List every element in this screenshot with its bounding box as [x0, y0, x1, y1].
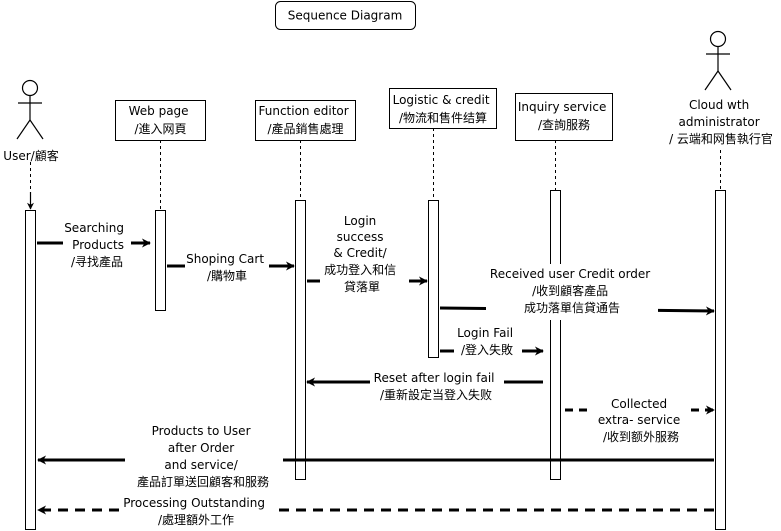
participant-logistic-label: Logistic & credit /物流和售件结算 — [393, 93, 494, 125]
participant-logistic: Logistic & credit /物流和售件结算 — [389, 88, 497, 129]
participant-user-label: User/顧客 — [3, 148, 58, 163]
message-shopping-cart-line: /購物車 — [207, 269, 247, 283]
message-login-success-label: Login success & Credit/ 成功登入和信 貸落單 — [324, 214, 400, 294]
activation-user — [25, 210, 36, 530]
participant-cloud-line: / 云端和网售執行官 — [669, 131, 773, 146]
activation-bars — [25, 190, 726, 530]
message-login-fail-line: /登入失敗 — [461, 342, 513, 357]
activation-cloud — [715, 190, 726, 530]
diagram-title-text: Sequence Diagram — [288, 9, 403, 23]
participant-webpage: Web page /進入网頁 — [115, 100, 206, 141]
message-searching-line: Products — [72, 238, 124, 252]
message-products-to-user-line: after Order — [168, 441, 234, 455]
message-products-to-user-line: Products to User — [152, 424, 251, 438]
message-login-success-line: 貸落單 — [344, 279, 380, 294]
participant-webpage-line: /進入网頁 — [134, 122, 186, 136]
message-login-fail-label: Login Fail /登入失敗 — [457, 326, 517, 357]
message-received-order-line: Received user Credit order — [490, 267, 650, 281]
message-processing-line: Processing Outstanding — [123, 496, 265, 510]
message-searching-line: /寻找產品 — [71, 254, 123, 269]
message-reset-label: Reset after login fail /重新設定当登入失败 — [374, 371, 499, 402]
message-received-order-line: /收到顧客產品 — [532, 283, 608, 298]
participant-logistic-line: /物流和售件结算 — [399, 110, 487, 125]
message-collected-line: /收到额外服務 — [603, 430, 679, 444]
message-searching-line: Searching — [64, 221, 124, 235]
participant-function-editor-line: /產品銷售處理 — [267, 121, 343, 136]
participant-inquiry: Inquiry service /查詢服務 — [515, 93, 613, 141]
message-shopping-cart-line: Shoping Cart — [186, 252, 264, 266]
participant-function-editor-label: Function editor /產品銷售處理 — [259, 104, 353, 136]
participant-inquiry-line: /查詢服務 — [538, 117, 590, 132]
participant-cloud-line: administrator — [679, 115, 760, 129]
message-login-fail-line: Login Fail — [457, 326, 513, 340]
activation-logistic — [428, 200, 439, 358]
message-login-success-line: & Credit/ — [333, 246, 387, 260]
cloud-admin-actor-icon — [704, 30, 732, 91]
message-collected-line: Collected — [611, 397, 667, 411]
participant-webpage-label: Web page /進入网頁 — [129, 104, 193, 136]
activation-inquiry — [550, 190, 561, 480]
message-products-to-user-line: and service/ — [164, 458, 238, 472]
user-actor-icon — [16, 79, 44, 140]
message-processing-line: /處理額外工作 — [158, 513, 234, 527]
participant-cloud-line: Cloud wth — [689, 98, 749, 112]
participant-inquiry-line: Inquiry service — [518, 100, 607, 114]
message-reset-line: Reset after login fail — [374, 371, 495, 385]
message-collected-label: Collected extra- service /收到额外服務 — [598, 397, 684, 444]
diagram-title: Sequence Diagram — [275, 1, 416, 30]
activation-function-editor — [295, 200, 306, 480]
message-login-success-line: success — [337, 230, 384, 244]
participant-function-editor-line: Function editor — [259, 104, 349, 118]
message-login-success-line: 成功登入和信 — [324, 262, 396, 277]
message-searching-label: Searching Products /寻找產品 — [64, 221, 128, 269]
participant-logistic-line: Logistic & credit — [393, 93, 490, 107]
participant-cloud-label: Cloud wth administrator / 云端和网售執行官 — [669, 98, 773, 146]
label-backgrounds — [63, 212, 688, 530]
message-products-to-user-line: 產品訂單送回顧客和服務 — [137, 474, 269, 489]
message-processing-label: Processing Outstanding /處理額外工作 — [123, 496, 269, 527]
participant-user-line: User/顧客 — [3, 148, 58, 163]
message-received-order-label: Received user Credit order /收到顧客產品 成功落單信… — [490, 267, 654, 315]
message-received-order-line: 成功落單信貸通告 — [524, 300, 620, 315]
participant-webpage-line: Web page — [129, 104, 189, 118]
message-shopping-cart-label: Shoping Cart /購物車 — [186, 252, 268, 283]
lifelines — [30, 128, 721, 210]
participant-function-editor: Function editor /產品銷售處理 — [255, 100, 356, 141]
participant-inquiry-label: Inquiry service /查詢服務 — [518, 100, 610, 132]
message-collected-line: extra- service — [598, 413, 680, 427]
message-login-success-line: Login — [344, 214, 376, 228]
activation-webpage — [155, 210, 166, 311]
message-products-to-user-label: Products to User after Order and service… — [137, 424, 269, 489]
message-reset-line: /重新設定当登入失败 — [380, 387, 492, 402]
